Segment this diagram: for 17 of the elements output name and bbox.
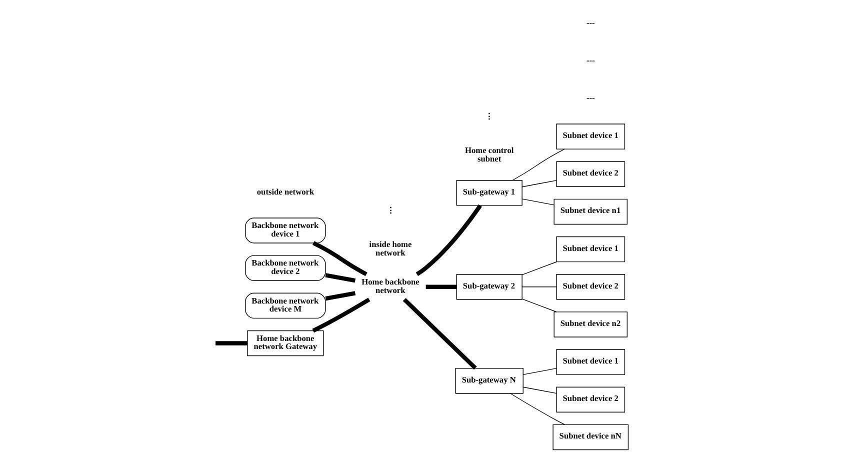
connector [510, 393, 565, 425]
connector [522, 262, 557, 276]
connector [216, 341, 248, 346]
connector [416, 204, 482, 276]
connector [312, 298, 370, 333]
connector [522, 198, 554, 206]
connector [522, 386, 557, 394]
connector [402, 298, 477, 370]
connector [522, 286, 557, 288]
connector [312, 241, 368, 276]
connector [325, 273, 356, 283]
connector [522, 368, 557, 375]
connector [512, 148, 565, 181]
connector [426, 284, 456, 289]
connector [522, 298, 557, 312]
connector [522, 180, 557, 188]
connector [325, 291, 356, 301]
